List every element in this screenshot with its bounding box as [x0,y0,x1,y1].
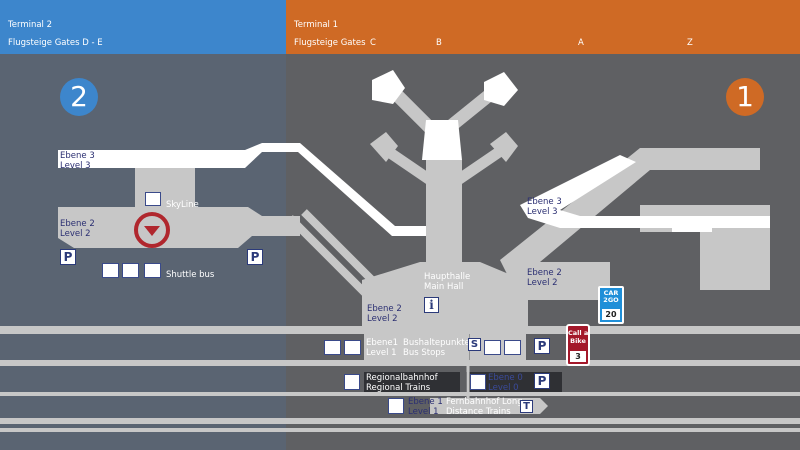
ground-bus-icon [344,340,361,355]
car-icon [470,374,486,390]
location-marker-arrow-icon [144,226,160,236]
gate-c: C [370,38,376,48]
info-icon: i [424,297,439,313]
distance-trains-label: Fernbahnhof Long Distance Trains [446,397,523,417]
t1-level3-label: Ebene 3 Level 3 [527,197,562,217]
car2go-station: CAR 2GO 20 [598,286,624,324]
terminal-1-gates-label: Flugsteige Gates [294,38,366,48]
regional-train-icon [344,374,360,390]
call-a-bike-count: 3 [570,351,586,362]
ground-parking-2-icon: P [534,373,550,389]
taxi-icon [102,263,119,278]
shuttle-bus-label: Shuttle bus [166,270,215,280]
ground-parking-1-icon: P [534,338,550,354]
terminal-1-title: Terminal 1 [294,20,339,30]
call-a-bike-station: Call a Bike 3 [566,324,590,366]
ground-taxi-icon [324,340,341,355]
car2go-label: CAR 2GO [603,289,619,304]
s-bahn-icon: S [468,338,481,351]
main-hall-label: Haupthalle Main Hall [424,272,471,292]
terminal-1-badge: 1 [726,78,764,116]
t1-level2-left-label: Ebene 2 Level 2 [367,304,402,324]
t1-level2-right-label: Ebene 2 Level 2 [527,268,562,288]
level0-label: Ebene 0 Level 0 [488,373,523,393]
terminal-1-header: Terminal 1 Flugsteige Gates [286,0,800,54]
call-a-bike-label: Call a Bike [568,329,589,345]
taxi-stand-icon: T [520,400,533,413]
bus-icon [122,263,139,278]
terminal-2-header: Terminal 2 Flugsteige Gates D - E [0,0,286,54]
bus-stops-label: Bushaltepunkte Bus Stops [403,338,470,358]
t2-level2-label: Ebene 2 Level 2 [60,219,95,239]
terminal-2-title: Terminal 2 [8,20,53,30]
terminal-2-gates: Flugsteige Gates D - E [8,38,103,48]
skyline-label: SkyLine [166,200,199,210]
terminal-2-area [0,54,286,450]
t2-level3-label: Ebene 3 Level 3 [60,151,95,171]
gate-b: B [436,38,442,48]
t2-parking-left-icon: P [60,249,76,265]
terminal-2-badge: 2 [60,78,98,116]
skyline-train-icon [145,192,161,206]
car2go-count: 20 [602,309,620,320]
ground-level [0,326,800,432]
crossing-icon [484,340,501,355]
regional-trains-label: Regionalbahnhof Regional Trains [366,373,438,393]
distance-level-label: Ebene 1 Level 1 [408,397,443,417]
ground-taxi-2-icon [504,340,521,355]
location-marker [134,212,170,248]
shuttle-bus-icon [144,263,161,278]
long-distance-train-icon [388,398,404,414]
gate-z: Z [687,38,693,48]
t2-parking-right-icon: P [247,249,263,265]
terminal-1-building [262,70,770,326]
gate-a: A [578,38,584,48]
bus-level-label: Ebene1 Level 1 [366,338,399,358]
